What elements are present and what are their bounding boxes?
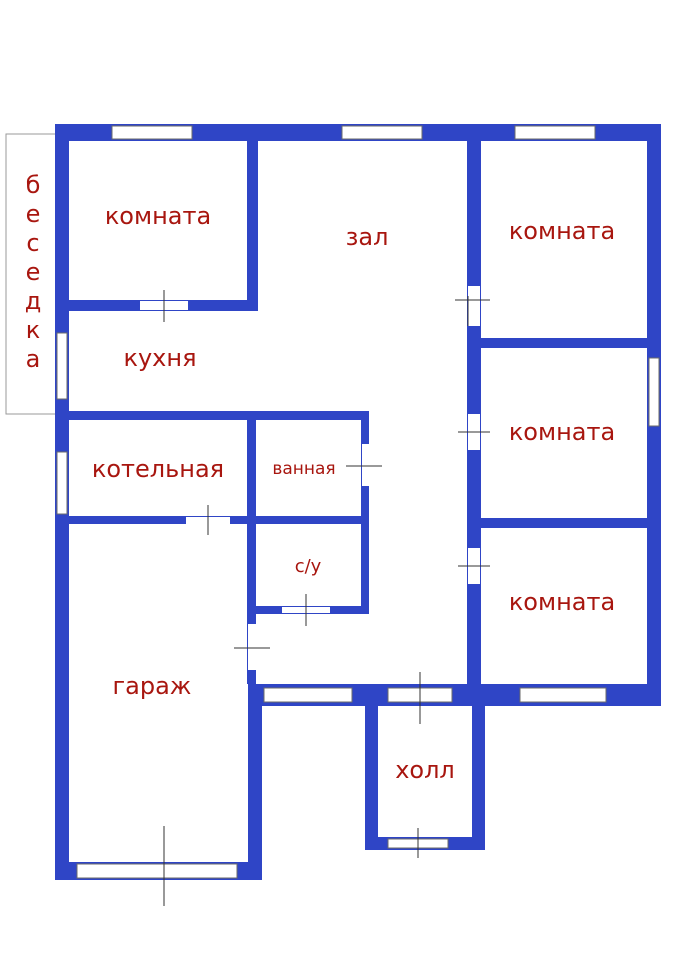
- room-label-garazh: гараж: [113, 672, 192, 700]
- room-label-holl: холл: [395, 756, 455, 784]
- gazebo-letter: б: [26, 171, 41, 199]
- room-label-komnata-ne: комната: [509, 217, 615, 245]
- room-label-kukhnya: кухня: [123, 344, 196, 372]
- gazebo-letter: к: [26, 316, 41, 344]
- room-label-komnata-se: комната: [509, 588, 615, 616]
- room-label-vannaya: ванная: [272, 459, 335, 479]
- room-label-komnata-nw: комната: [105, 202, 211, 230]
- gazebo-label: б е с е д к а: [25, 171, 42, 373]
- doors: [140, 286, 490, 906]
- gazebo-letter: д: [25, 287, 42, 315]
- gazebo-letter: е: [26, 200, 41, 228]
- gazebo-letter: а: [26, 345, 41, 373]
- gazebo-letter: с: [26, 229, 39, 257]
- room-label-komnata-e: комната: [509, 418, 615, 446]
- gazebo-letter: е: [26, 258, 41, 286]
- room-label-zal: зал: [346, 223, 389, 251]
- room-label-kotelnaya: котельная: [92, 455, 224, 483]
- room-label-su: с/у: [295, 556, 322, 577]
- windows: [56, 125, 660, 879]
